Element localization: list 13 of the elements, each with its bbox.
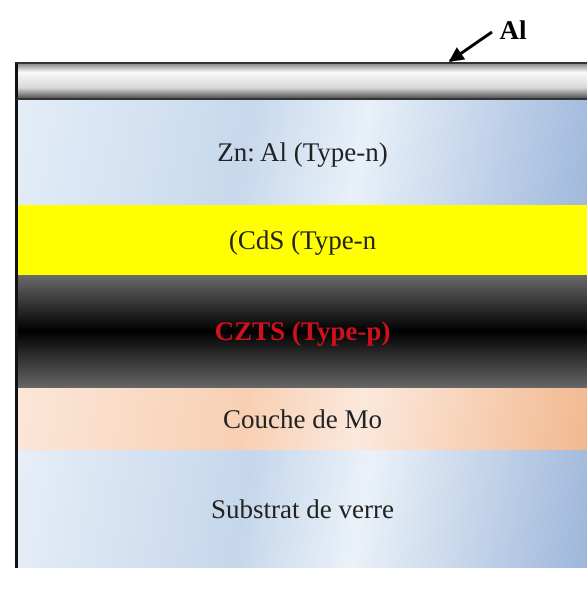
molybdenum-layer [15, 388, 587, 450]
layer-name: (CdS (Type-n [228, 224, 376, 256]
layer-name: Substrat de verre [211, 494, 394, 524]
layer-name: Zn: Al (Type-n) [217, 137, 388, 168]
layer-name: CZTS (Type-p) [214, 316, 390, 347]
glass-substrate-layer [15, 450, 587, 568]
layer-name: Couche de Mo [223, 404, 382, 434]
zinc-oxide-layer [15, 100, 587, 205]
absorber-layer [15, 275, 587, 388]
layer-label: Al [500, 14, 526, 46]
cadmium-sulfide-layer [15, 205, 587, 275]
arrow [448, 30, 493, 62]
aluminium-layer [15, 62, 587, 100]
